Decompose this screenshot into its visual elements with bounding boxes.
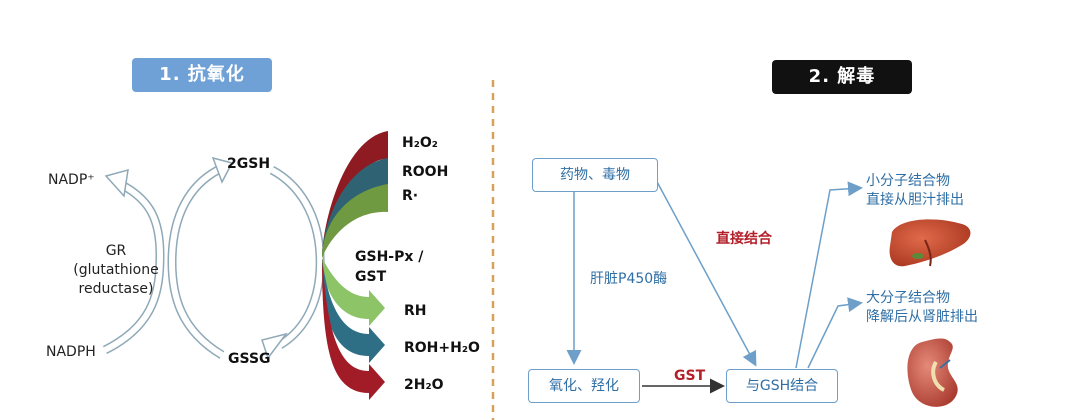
oxidation-box: 氧化、羟化 <box>528 369 640 403</box>
product-label: ROH+H₂O <box>404 340 480 356</box>
kidney-icon <box>907 338 958 407</box>
direct-conjugation-arrow <box>654 177 757 367</box>
small-molecule-label: 小分子结合物 直接从胆汁排出 <box>866 172 964 210</box>
section-antioxidant-title: 1. 抗氧化 <box>132 58 272 92</box>
reactant-label: H₂O₂ <box>402 135 438 151</box>
gsh-arrowhead <box>211 156 234 184</box>
reactant-label: R· <box>402 188 419 204</box>
large-molecule-line: 降解后从肾脏排出 <box>866 309 978 325</box>
gssg-label: GSSG <box>228 351 271 367</box>
reactant-band <box>322 184 388 258</box>
gssg-arrowhead <box>261 332 288 360</box>
gsh-to-gssg-arrow <box>269 166 325 349</box>
reactant-band <box>322 158 388 258</box>
gst-label: GST <box>674 368 706 384</box>
gsh-label: 2GSH <box>227 156 271 172</box>
product-arrow <box>322 258 385 363</box>
gr-line: (glutathione <box>73 262 159 278</box>
direct-conjugation-label: 直接结合 <box>716 231 772 247</box>
enzyme-label: GSH-Px / GST <box>355 247 423 287</box>
enzyme-line: GSH-Px / <box>355 249 424 265</box>
small-molecule-line: 小分子结合物 <box>866 173 950 189</box>
small-molecule-arrow <box>795 181 863 369</box>
reactant-label: ROOH <box>402 164 449 180</box>
large-molecule-line: 大分子结合物 <box>866 290 950 306</box>
liver-icon <box>889 219 971 267</box>
small-molecule-line: 直接从胆汁排出 <box>866 192 964 208</box>
gsh-conjugation-box: 与GSH结合 <box>726 369 838 403</box>
large-molecule-arrow <box>807 297 863 369</box>
enzyme-line: GST <box>355 269 387 285</box>
reactant-product-bands <box>322 131 388 400</box>
gr-label: GR (glutathione reductase) <box>66 242 166 299</box>
reactant-band <box>322 131 388 258</box>
drug-toxin-box: 药物、毒物 <box>532 158 658 192</box>
product-label: RH <box>404 303 427 319</box>
section-detox-title: 2. 解毒 <box>772 60 912 94</box>
gssg-to-gsh-arrow <box>167 166 225 359</box>
product-arrow <box>322 258 385 326</box>
nadp-arrowhead <box>104 168 129 198</box>
nadph-label: NADPH <box>46 344 96 360</box>
large-molecule-label: 大分子结合物 降解后从肾脏排出 <box>866 289 978 327</box>
nadp-plus-label: NADP⁺ <box>48 172 95 188</box>
product-label: 2H₂O <box>404 377 444 393</box>
product-arrow <box>322 258 385 400</box>
p450-label: 肝脏P450酶 <box>590 271 668 287</box>
gr-line: reductase) <box>78 281 154 297</box>
gr-line: GR <box>105 243 127 259</box>
